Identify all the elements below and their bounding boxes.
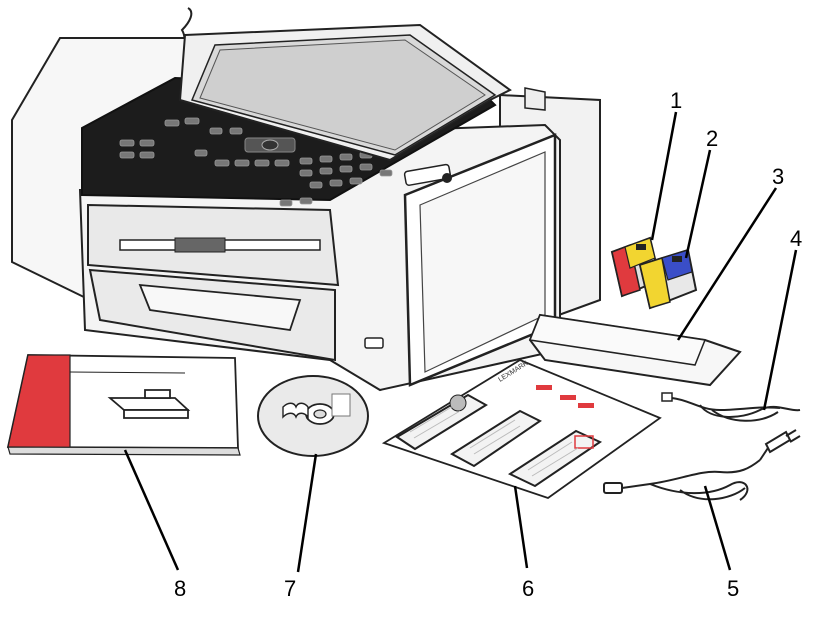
color-ink-cartridge	[638, 248, 698, 310]
book-cover-printer-icon	[107, 389, 191, 419]
callout-6: 6	[522, 576, 534, 601]
leader-3	[676, 187, 778, 341]
callout-7: 7	[284, 576, 296, 601]
software-cd	[257, 375, 369, 457]
leader-1	[650, 111, 678, 241]
callout-4: 4	[790, 226, 802, 251]
power-cord	[603, 429, 801, 501]
callout-8: 8	[174, 576, 186, 601]
handset-battery-pack	[528, 313, 742, 387]
leader-5	[703, 485, 732, 571]
leader-8	[123, 449, 180, 571]
leader-4	[762, 249, 798, 411]
setup-sheet: LEXMARK	[381, 358, 662, 499]
callout-numbers: 1 2 3 4 5 6 7 8	[174, 88, 802, 601]
callout-3: 3	[772, 164, 784, 189]
leader-7	[296, 453, 318, 573]
leader-2	[684, 149, 712, 259]
printer-illustration	[11, 7, 601, 392]
callout-1: 1	[670, 88, 682, 113]
leader-lines	[123, 111, 798, 573]
callout-2: 2	[706, 126, 718, 151]
leader-6	[513, 485, 529, 569]
telephone-cord	[661, 392, 801, 422]
callout-5: 5	[727, 576, 739, 601]
user-guide-book	[6, 354, 241, 456]
